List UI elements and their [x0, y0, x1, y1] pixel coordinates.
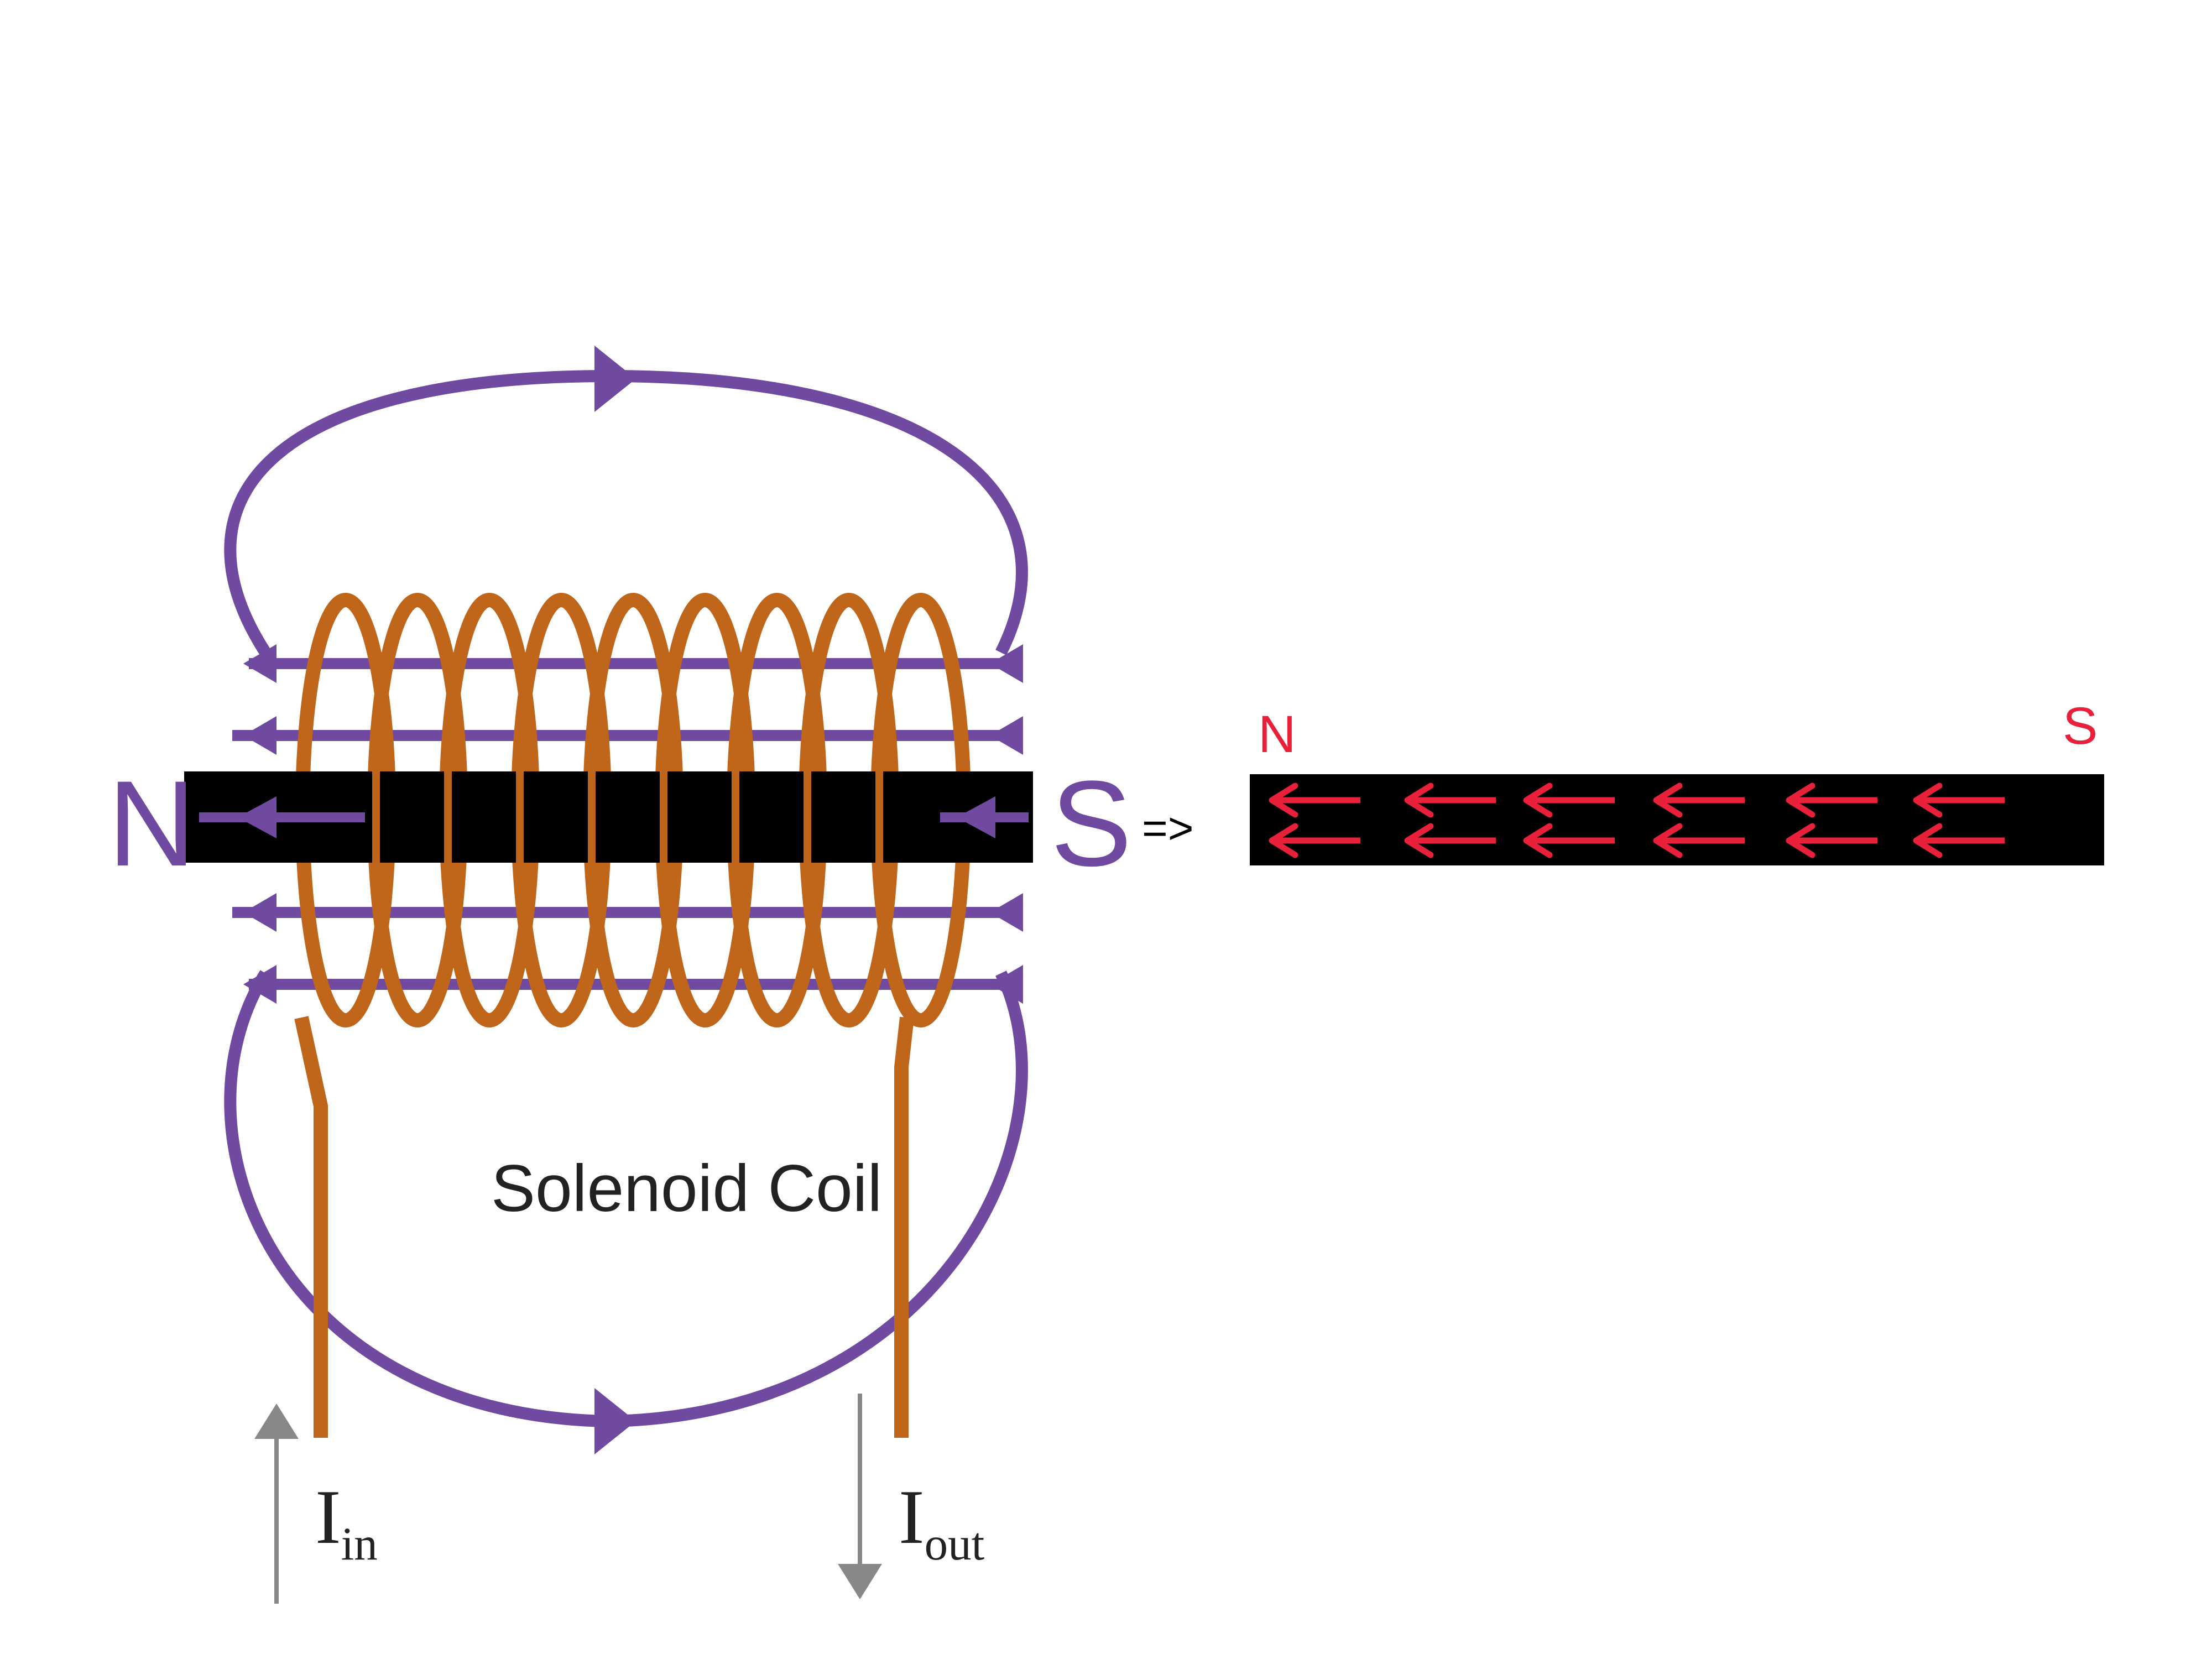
current-in-sub: in: [341, 1518, 378, 1570]
transition-arrow-text: =>: [1142, 804, 1193, 853]
solenoid-caption: Solenoid Coil: [491, 1151, 882, 1225]
magnet-south-label: S: [2063, 697, 2098, 755]
domain-arrow: [1404, 782, 1496, 818]
current-in-label: Iin: [315, 1474, 378, 1570]
domain-arrow: [1786, 823, 1877, 858]
magnetized-bar-figure: N S: [1250, 697, 2104, 865]
domain-arrow: [1404, 823, 1496, 858]
solenoid-figure: N S Solenoid Coil Iin Iout: [108, 346, 1132, 1604]
domain-arrow: [1653, 782, 1745, 818]
domain-arrow: [1786, 782, 1877, 818]
solenoid-south-label: S: [1051, 755, 1132, 891]
current-out-sub: out: [925, 1518, 985, 1570]
domain-arrow-group: [1269, 782, 2005, 858]
domain-arrow: [1269, 823, 1360, 858]
domain-arrow: [1269, 782, 1360, 818]
domain-arrow: [1913, 823, 2005, 858]
current-in-main: I: [315, 1474, 341, 1560]
coil-lead-out: [894, 1016, 914, 1438]
core-field-arrows: [199, 796, 1029, 838]
current-out-main: I: [899, 1474, 925, 1560]
domain-arrow: [1523, 823, 1615, 858]
domain-arrow: [1653, 823, 1745, 858]
current-out-label: Iout: [899, 1474, 985, 1570]
internal-field-arrowheads: [243, 644, 1023, 1004]
field-line-bottom-arrowhead: [594, 1388, 636, 1454]
solenoid-north-label: N: [108, 755, 196, 891]
coil-front-strokes: [372, 771, 883, 863]
domain-arrow: [1913, 782, 2005, 818]
field-line-top-arrowhead: [594, 346, 636, 412]
coil-lead-in: [294, 1016, 328, 1438]
magnet-north-label: N: [1258, 705, 1296, 764]
domain-arrow: [1523, 782, 1615, 818]
